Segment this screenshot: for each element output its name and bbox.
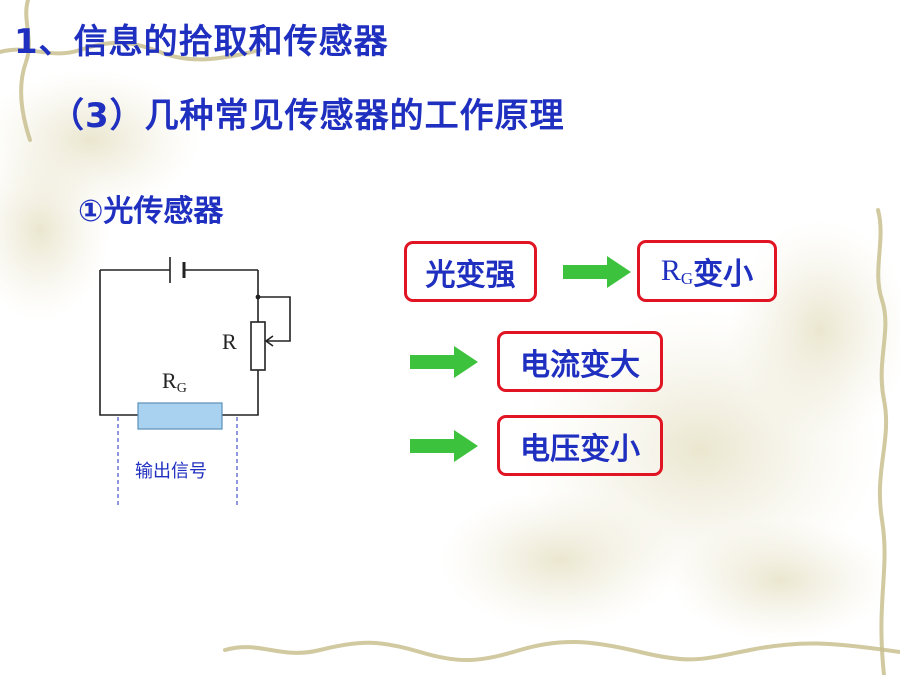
- light-stronger-box: 光变强: [404, 241, 537, 302]
- circuit-diagram: R RG 输出信号: [99, 257, 291, 507]
- vine-bottom: [223, 640, 900, 663]
- flower-shadow-right: [440, 220, 900, 640]
- right-arrow-icon: [410, 346, 478, 378]
- vine-right: [876, 208, 889, 675]
- voltage-smaller-text: 电压变小: [520, 431, 640, 467]
- wire-left: [99, 270, 138, 416]
- photoresistor-rg: [137, 402, 223, 430]
- light-stronger-text: 光变强: [425, 257, 516, 293]
- rheostat-body: [250, 321, 266, 371]
- rg-suffix-text: 变小: [693, 257, 754, 292]
- rg-label: RG: [162, 368, 187, 396]
- vine-top: [0, 40, 262, 62]
- rg-sub-text: G: [680, 269, 694, 288]
- slide-subtitle: （3）几种常见传感器的工作原理: [50, 96, 565, 136]
- slide-title: 1、信息的拾取和传感器: [14, 22, 389, 62]
- output-signal-label: 输出信号: [135, 461, 207, 482]
- rg-main-text: R: [660, 254, 681, 287]
- current-larger-text: 电流变大: [520, 347, 640, 383]
- resistor-label: R: [222, 329, 237, 354]
- section-heading: ①光传感器: [78, 194, 224, 229]
- junction-dot: [255, 294, 261, 300]
- rheostat-slider-wire: [258, 296, 291, 342]
- rheostat-slider-arrow: [264, 335, 274, 347]
- vine-left: [19, 0, 32, 142]
- current-larger-box: 电流变大: [497, 331, 663, 392]
- voltage-smaller-box: 电压变小: [497, 415, 663, 476]
- right-arrow-icon: [563, 256, 631, 288]
- right-arrow-icon: [410, 430, 478, 462]
- flower-shadow-left: [0, 70, 200, 320]
